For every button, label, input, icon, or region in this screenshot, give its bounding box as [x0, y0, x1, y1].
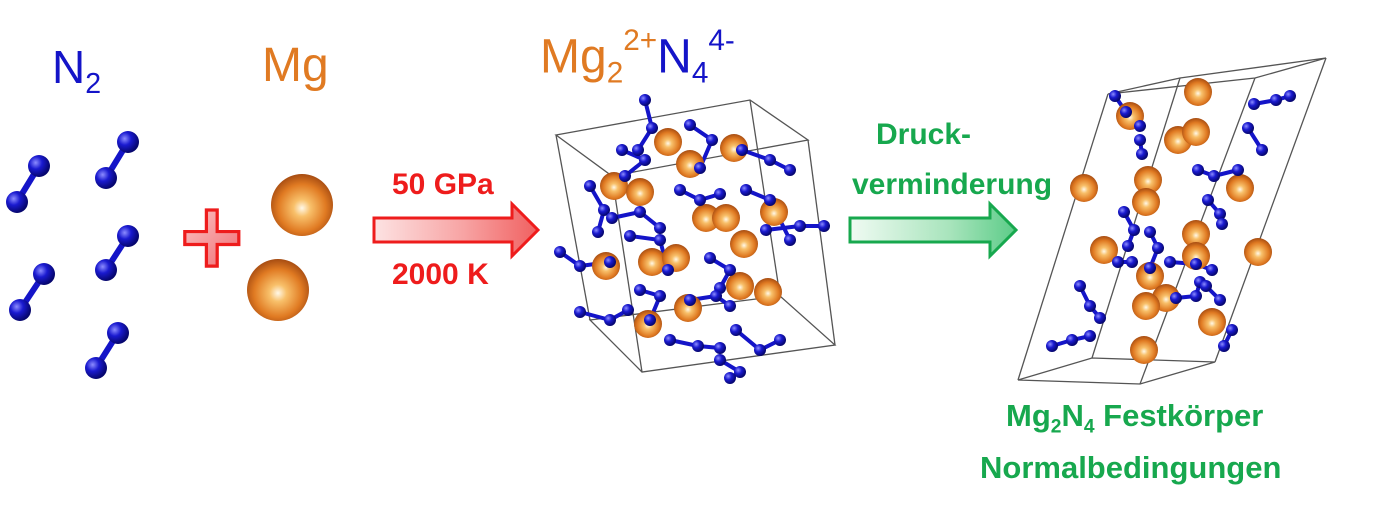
- n2-molecule: [95, 225, 139, 281]
- decompression-label-line1: Druck-: [876, 118, 972, 151]
- n2-label: N2: [52, 41, 102, 100]
- mg-atom: [271, 174, 333, 236]
- crystal-structure-high-pressure: [554, 94, 837, 384]
- product-formula-label: Mg22+N44-: [540, 24, 735, 90]
- n2-molecules: [6, 131, 139, 379]
- final-product-label: Mg2N4 Festkörper: [1006, 398, 1264, 438]
- arrow-right-icon: [372, 200, 541, 260]
- n2-molecule: [85, 322, 129, 379]
- n2-molecule: [6, 155, 50, 213]
- n2-molecule: [9, 263, 55, 321]
- crystal-structure-ambient: [1017, 57, 1327, 385]
- mg-atom: [247, 259, 309, 321]
- pressure-label: 50 GPa: [392, 168, 494, 201]
- conditions-normal-label: Normalbedingungen: [980, 450, 1282, 485]
- n2-molecule: [95, 131, 139, 189]
- temperature-label: 2000 K: [392, 258, 489, 291]
- plus-icon: [183, 208, 241, 268]
- mg-atoms: [247, 174, 333, 321]
- mg-label: Mg: [262, 39, 329, 92]
- decompression-label-line2: verminderung: [852, 168, 1053, 201]
- arrow-right-icon: [848, 200, 1019, 260]
